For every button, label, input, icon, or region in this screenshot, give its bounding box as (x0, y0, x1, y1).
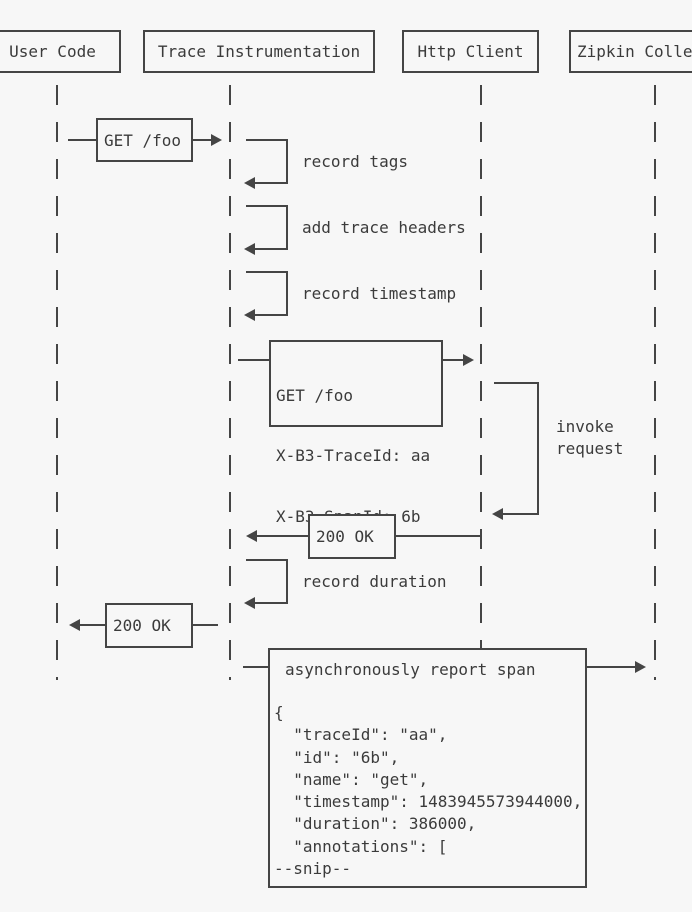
message-200-ok-user-label: 200 OK (113, 616, 171, 635)
actor-zipkin-collector: Zipkin Collector (569, 30, 692, 73)
traced-request-line-traceid: X-B3-TraceId: aa (276, 446, 431, 466)
ok1-connector-left (257, 535, 308, 537)
traced-request-connector-right (443, 359, 463, 361)
arrow-right-icon (211, 134, 222, 146)
selfloop-record-timestamp (246, 271, 288, 316)
arrow-left-icon (244, 177, 255, 189)
actor-http-client-label: Http Client (417, 42, 524, 61)
actor-user-code-label: User Code (9, 42, 96, 61)
message-200-ok-instrumentation: 200 OK (308, 514, 396, 559)
report-span-json-payload: { "traceId": "aa", "id": "6b", "name": "… (274, 703, 583, 879)
arrow-left-icon (492, 508, 503, 520)
actor-zipkin-collector-label: Zipkin Collector (576, 42, 692, 61)
message-traced-request: GET /foo X-B3-TraceId: aa X-B3-SpanId: 6… (269, 340, 443, 526)
label-record-tags: record tags (302, 152, 408, 171)
selfloop-invoke-request (494, 382, 539, 515)
get-foo-connector-right (193, 139, 211, 141)
arrow-left-icon (244, 309, 255, 321)
lifeline-trace-instrumentation (229, 85, 231, 680)
label-record-duration: record duration (302, 572, 447, 591)
message-get-foo: GET /foo (96, 118, 193, 162)
lifeline-user-code (56, 85, 58, 680)
arrow-left-icon (69, 619, 80, 631)
selfloop-add-trace-headers (246, 205, 288, 250)
arrow-right-icon (635, 661, 646, 673)
arrow-left-icon (246, 530, 257, 542)
get-foo-connector-left (68, 139, 96, 141)
ok2-connector-right (193, 624, 218, 626)
actor-user-code: User Code (0, 30, 121, 73)
selfloop-record-duration (246, 559, 288, 604)
actor-trace-instrumentation: Trace Instrumentation (143, 30, 375, 73)
selfloop-record-tags (246, 139, 288, 184)
message-report-span: asynchronously report span { "traceId": … (268, 648, 587, 888)
lifeline-http-client (480, 85, 482, 648)
message-200-ok-label: 200 OK (316, 527, 374, 546)
arrow-left-icon (244, 243, 255, 255)
report-span-connector-right (587, 666, 635, 668)
label-record-timestamp: record timestamp (302, 284, 457, 303)
lifeline-zipkin-collector (654, 85, 656, 680)
message-get-foo-label: GET /foo (104, 130, 182, 150)
ok2-connector-left (80, 624, 105, 626)
label-invoke-request: invoke request (556, 416, 623, 460)
actor-trace-instrumentation-label: Trace Instrumentation (157, 42, 361, 61)
label-invoke: invoke (556, 417, 614, 436)
traced-request-connector-left (238, 359, 269, 361)
message-200-ok-user: 200 OK (105, 603, 193, 648)
label-add-trace-headers: add trace headers (302, 218, 466, 237)
arrow-left-icon (244, 597, 255, 609)
arrow-right-icon (463, 354, 474, 366)
traced-request-line-method: GET /foo (276, 386, 354, 405)
label-request: request (556, 439, 624, 458)
report-span-connector-left (243, 666, 268, 668)
report-span-title: asynchronously report span (285, 660, 536, 679)
ok1-connector-right (396, 535, 481, 537)
actor-http-client: Http Client (402, 30, 539, 73)
